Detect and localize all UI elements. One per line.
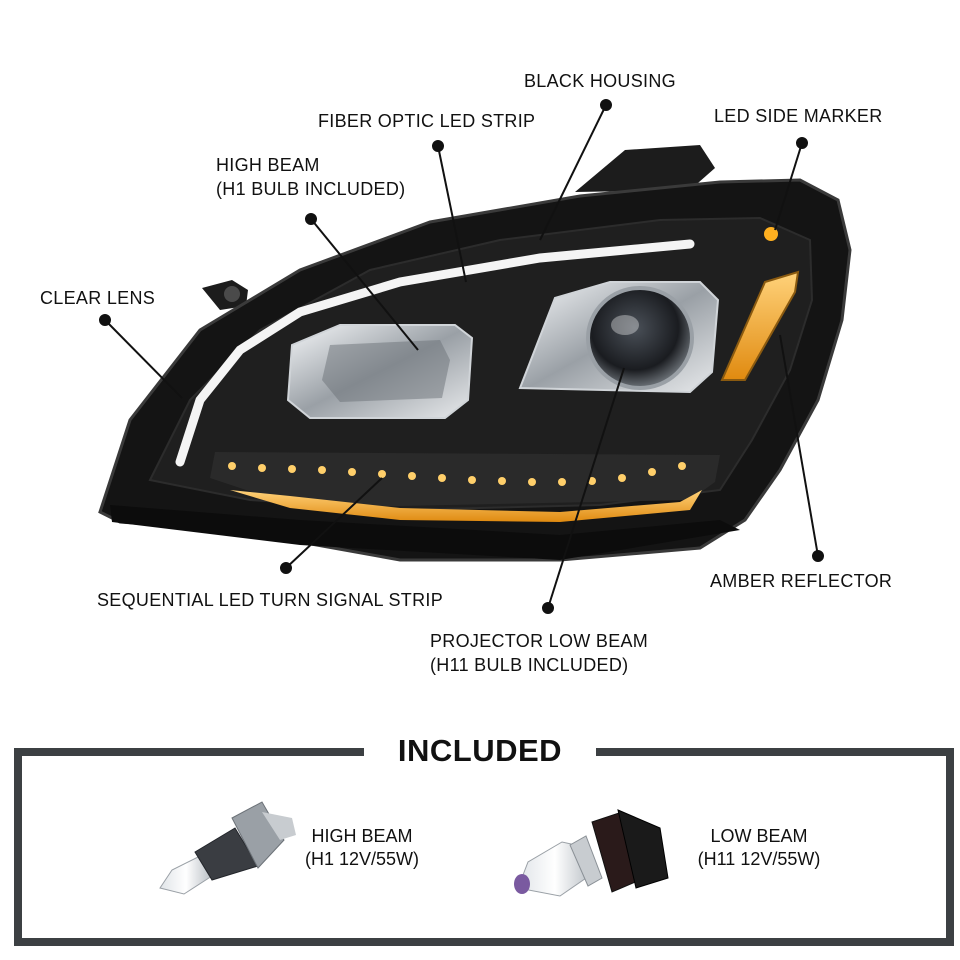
h11-bulb-icon <box>514 809 669 897</box>
callout-projector-line1: PROJECTOR LOW BEAM <box>430 631 649 651</box>
callout-projector-low-beam: PROJECTOR LOW BEAM (H11 BULB INCLUDED) <box>430 629 648 677</box>
included-low-beam-label: LOW BEAM (H11 12V/55W) <box>688 825 830 871</box>
turn-signal-leds <box>228 462 686 486</box>
callout-leaders <box>99 99 824 614</box>
callout-clear-lens: CLEAR LENS <box>40 288 156 308</box>
callout-high-beam-line2: (H1 BULB INCLUDED) <box>216 179 406 199</box>
included-frame-top-left <box>14 748 364 756</box>
callout-led-side-marker: LED SIDE MARKER <box>714 106 883 126</box>
included-high-beam-line2: (H1 12V/55W) <box>304 849 420 869</box>
included-high-beam-line1: HIGH BEAM <box>311 826 413 846</box>
callout-fiber-optic: FIBER OPTIC LED STRIP <box>318 111 536 131</box>
headlight-image <box>98 145 852 562</box>
included-title: INCLUDED <box>397 733 563 768</box>
callout-amber-reflector: AMBER REFLECTOR <box>710 571 893 591</box>
callout-turn-signal: SEQUENTIAL LED TURN SIGNAL STRIP <box>97 590 444 610</box>
included-low-beam-line2: (H11 12V/55W) <box>697 849 821 869</box>
included-low-beam-line1: LOW BEAM <box>710 826 808 846</box>
included-frame-top-right <box>596 748 946 756</box>
callout-high-beam-line1: HIGH BEAM <box>216 155 320 175</box>
included-frame <box>14 748 954 946</box>
callout-projector-line2: (H11 BULB INCLUDED) <box>430 655 629 675</box>
h1-bulb-icon <box>159 801 296 895</box>
callout-black-housing: BLACK HOUSING <box>524 71 676 91</box>
callout-high-beam: HIGH BEAM (H1 BULB INCLUDED) <box>216 153 405 201</box>
included-high-beam-label: HIGH BEAM (H1 12V/55W) <box>296 825 428 871</box>
